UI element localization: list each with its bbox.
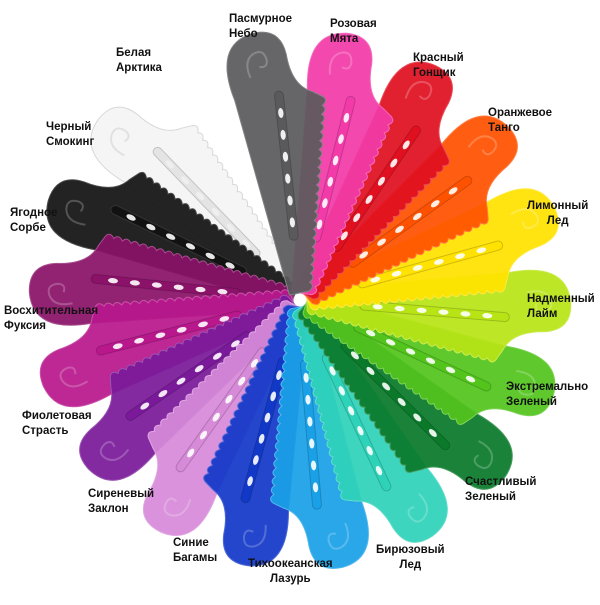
swatch-blade-10 xyxy=(270,304,369,569)
swatch-blade-1 xyxy=(226,31,327,296)
